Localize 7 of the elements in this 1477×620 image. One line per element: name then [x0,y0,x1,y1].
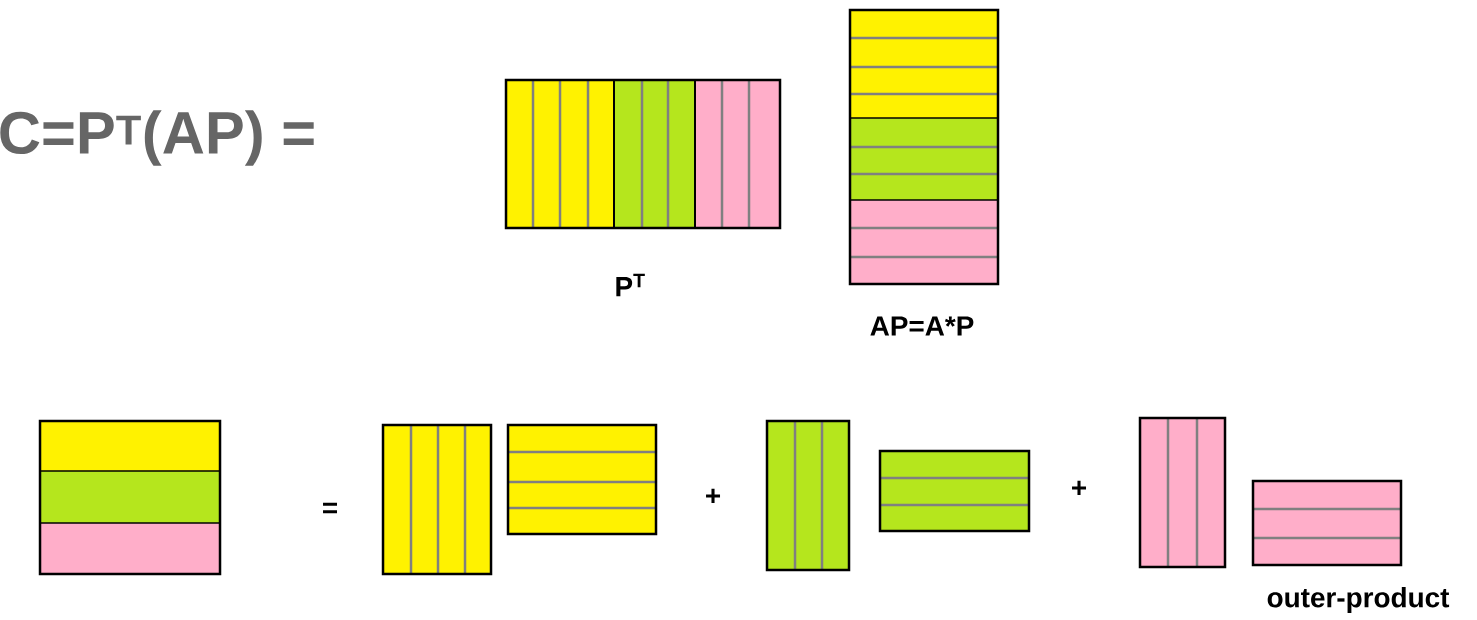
matrix-label: AP=A*P [870,316,974,336]
plus-sign: + [1072,480,1086,495]
formula-text: C=P$^{T}$(AP) = [0,110,314,166]
plus-sign: + [706,488,720,503]
equals-sign: = [323,502,337,514]
matrix-label: outer-product [1267,587,1450,613]
matrix-label: P$^{T}$ [616,273,645,297]
